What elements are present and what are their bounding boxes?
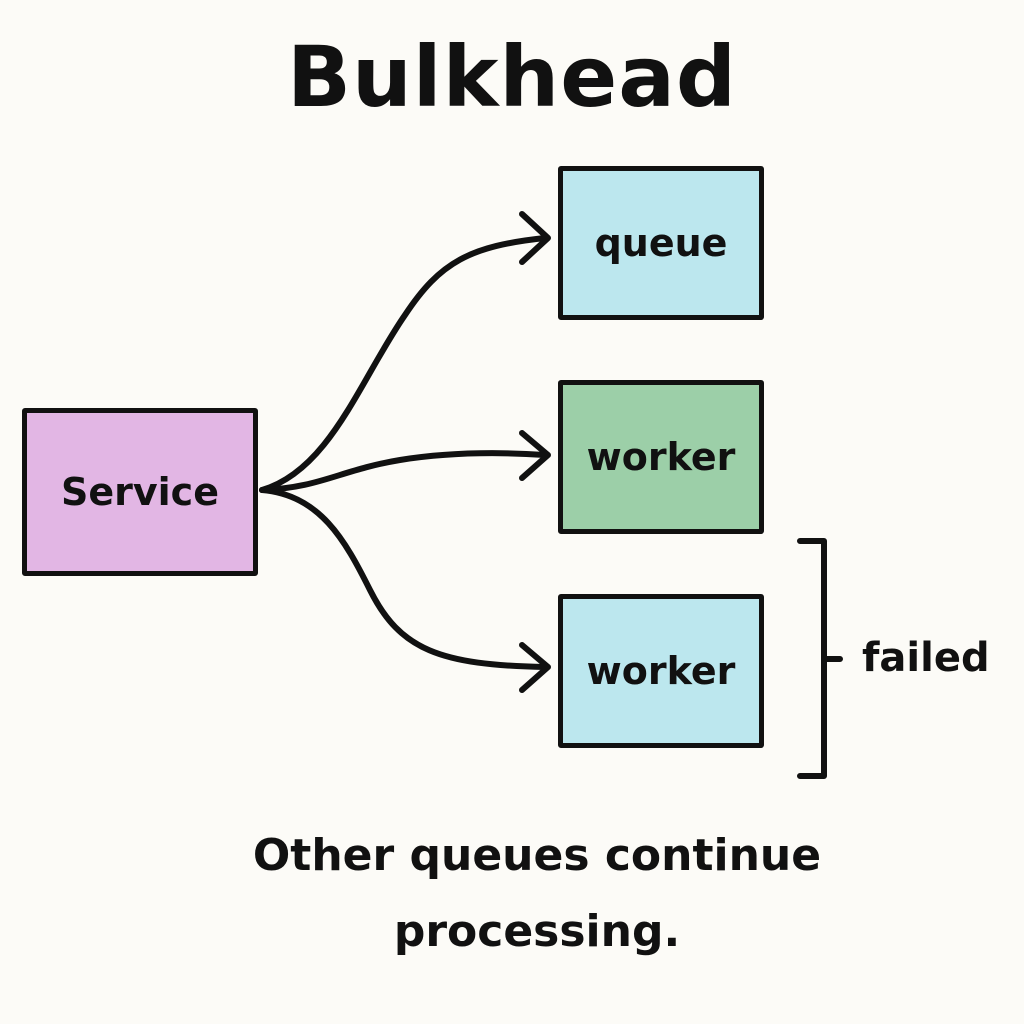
failed-bracket [797, 538, 843, 779]
worker-node-failed: worker [558, 594, 764, 748]
worker-label-healthy: worker [586, 435, 736, 479]
arrowhead-queue [519, 211, 551, 265]
queue-label: queue [594, 221, 728, 265]
service-label: Service [61, 470, 219, 514]
arrowhead-worker-bottom [519, 642, 551, 693]
arrow-service-to-worker-top [259, 450, 548, 493]
diagram-title: Bulkhead [286, 28, 738, 126]
arrowhead-worker-top [519, 430, 551, 481]
caption-line-2: processing. [393, 906, 681, 957]
queue-node: queue [558, 166, 764, 320]
failed-annotation: failed [862, 635, 990, 681]
arrow-service-to-queue [259, 235, 548, 493]
arrow-service-to-worker-bottom [259, 487, 548, 670]
caption: Other queues continue processing. [0, 818, 1024, 970]
caption-line-1: Other queues continue [252, 830, 822, 881]
worker-label-failed: worker [586, 649, 736, 693]
worker-node-healthy: worker [558, 380, 764, 534]
service-node: Service [22, 408, 258, 576]
